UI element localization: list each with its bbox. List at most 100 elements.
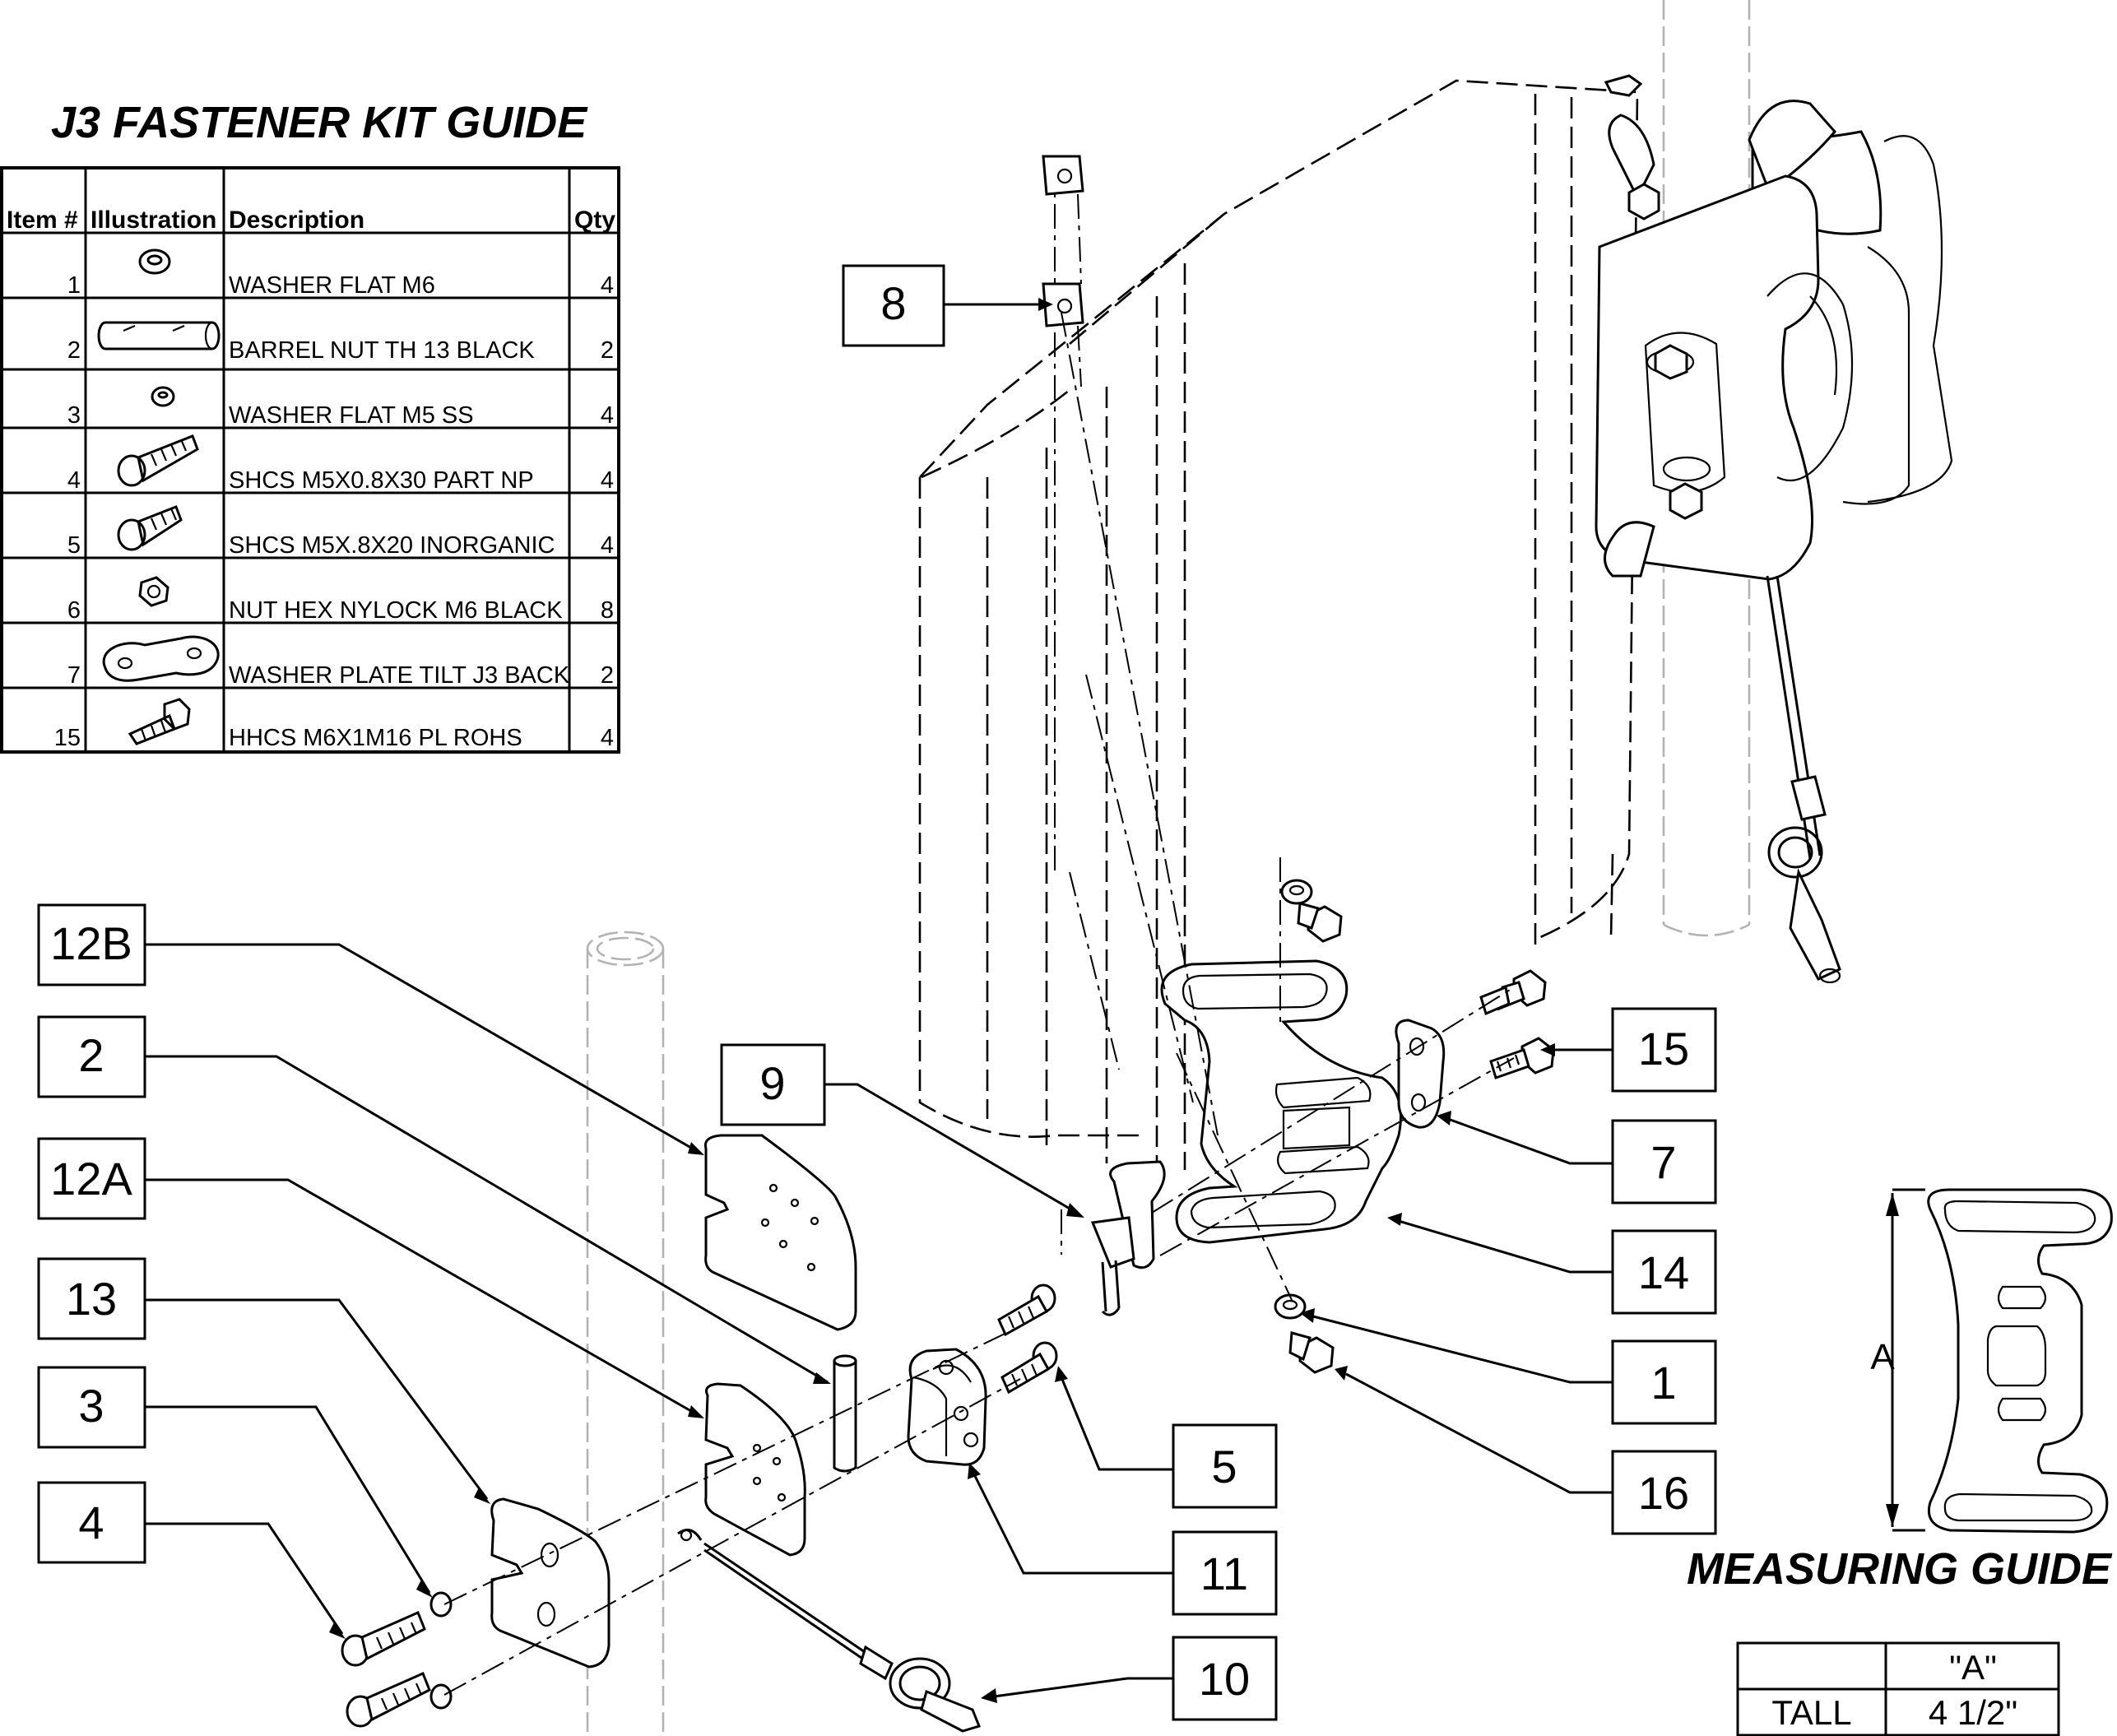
svg-text:14: 14 — [1638, 1246, 1689, 1298]
row-description: WASHER FLAT M6 — [229, 272, 435, 299]
callout-leaders — [145, 298, 1613, 1703]
kit-guide-table: Item # Illustration Description Qty 1 WA… — [0, 166, 620, 754]
row-item-number: 7 — [67, 662, 81, 689]
row-description: BARREL NUT TH 13 BLACK — [229, 337, 535, 364]
svg-text:12A: 12A — [50, 1153, 132, 1205]
clamp-part-13 — [490, 1497, 610, 1669]
dimension-a-label: A — [1870, 1337, 1895, 1377]
svg-text:3: 3 — [78, 1380, 104, 1432]
row-qty: 8 — [601, 597, 614, 624]
barrel-nut-part-2 — [833, 1354, 857, 1473]
washer-plate-part-7 — [1395, 1019, 1446, 1129]
row-qty: 2 — [601, 337, 614, 364]
callout-15: 15 — [1611, 1007, 1717, 1093]
callout-5: 5 — [1172, 1423, 1278, 1509]
long-cap-screw-icon — [117, 434, 199, 487]
row-description: WASHER FLAT M5 SS — [229, 402, 474, 429]
callout-8: 8 — [842, 264, 945, 347]
svg-text:16: 16 — [1638, 1467, 1689, 1519]
svg-text:1: 1 — [1650, 1357, 1676, 1409]
table-row: 3 WASHER FLAT M5 SS 4 — [67, 386, 614, 429]
lanyard-pin-part-10 — [677, 1529, 982, 1733]
callout-7: 7 — [1611, 1119, 1717, 1205]
row-item-number: 1 — [67, 272, 81, 299]
clamp-plate-part-12b — [703, 1134, 857, 1331]
callout-12b: 12B — [37, 903, 146, 986]
row-item-number: 3 — [67, 402, 81, 429]
svg-text:2: 2 — [78, 1029, 104, 1081]
row-item-number: 2 — [67, 337, 81, 364]
clamp-plate-part-12a — [704, 1382, 806, 1557]
row-description: HHCS M6X1M16 PL ROHS — [229, 725, 522, 751]
row-description: NUT HEX NYLOCK M6 BLACK — [229, 597, 563, 624]
hex-bolt-part-16 — [1288, 902, 1343, 1374]
front-post-gray — [586, 931, 665, 1736]
callout-12a: 12A — [37, 1137, 146, 1220]
tilt-bracket-part-14 — [1160, 857, 1402, 1244]
svg-text:7: 7 — [1650, 1136, 1676, 1188]
row-description: WASHER PLATE TILT J3 BACK — [229, 662, 570, 689]
small-washer-icon — [151, 386, 175, 407]
svg-text:9: 9 — [759, 1057, 785, 1109]
svg-text:8: 8 — [880, 277, 906, 329]
measure-row-label: TALL — [1771, 1693, 1851, 1732]
callout-14: 14 — [1611, 1229, 1717, 1315]
svg-text:5: 5 — [1211, 1441, 1237, 1492]
measuring-guide-table: "A" TALL 4 1/2" — [1736, 1641, 2060, 1736]
clamp-block-part-11 — [907, 1348, 987, 1466]
row-qty: 4 — [601, 725, 614, 751]
hex-nut-icon — [138, 576, 169, 607]
callout-9: 9 — [720, 1043, 826, 1126]
washer-plate-icon — [102, 635, 220, 682]
rear-bracket-assembly — [1595, 74, 1953, 984]
hex-bolt-icon — [128, 698, 191, 745]
svg-text:15: 15 — [1638, 1023, 1689, 1075]
row-description: SHCS M5X0.8X30 PART NP — [229, 467, 534, 494]
row-item-number: 6 — [67, 597, 81, 624]
row-item-number: 5 — [67, 532, 81, 559]
svg-text:13: 13 — [66, 1273, 117, 1325]
table-row: 5 SHCS M5X.8X20 INORGANIC 4 — [67, 505, 614, 559]
cap-screws-part-5 — [997, 1283, 1058, 1395]
table-row: 2 BARREL NUT TH 13 BLACK 2 — [67, 321, 614, 364]
table-row: 6 NUT HEX NYLOCK M6 BLACK 8 — [67, 576, 614, 624]
callout-13: 13 — [37, 1257, 146, 1340]
table-row: 1 WASHER FLAT M6 4 — [67, 248, 614, 299]
measure-col-header: "A" — [1949, 1648, 1997, 1687]
long-cap-screws-part-4 — [341, 1611, 431, 1728]
row-qty: 4 — [601, 467, 614, 494]
svg-text:12B: 12B — [50, 917, 132, 969]
header-item: Item # — [7, 207, 78, 234]
clip-part-8 — [1042, 155, 1084, 872]
quick-release-pin-part-9 — [1061, 1160, 1166, 1316]
row-description: SHCS M5X.8X20 INORGANIC — [229, 532, 555, 559]
svg-text:10: 10 — [1199, 1653, 1250, 1705]
callout-11: 11 — [1172, 1530, 1278, 1616]
callout-3: 3 — [37, 1366, 146, 1449]
assembly-axis-lines — [443, 312, 1515, 1696]
row-qty: 4 — [601, 272, 614, 299]
measuring-guide-title: MEASURING GUIDE — [1687, 1544, 2113, 1594]
callout-10: 10 — [1172, 1636, 1278, 1721]
table-row: 4 SHCS M5X0.8X30 PART NP 4 — [67, 434, 614, 494]
washers-part-3 — [429, 1591, 453, 1710]
table-row: 15 HHCS M6X1M16 PL ROHS 4 — [54, 698, 614, 751]
kit-guide-title: J3 FASTENER KIT GUIDE — [51, 98, 588, 147]
svg-text:4: 4 — [78, 1497, 104, 1548]
row-qty: 4 — [601, 402, 614, 429]
barrel-nut-icon — [97, 321, 221, 350]
measuring-guide-bracket — [1927, 1188, 2113, 1534]
measure-value: 4 1/2" — [1929, 1693, 2017, 1732]
hhcs-bolts-part-15 — [1479, 969, 1555, 1079]
table-row: 7 WASHER PLATE TILT J3 BACK 2 — [67, 635, 614, 689]
header-illustration: Illustration — [91, 207, 216, 234]
flat-washer-icon — [138, 248, 171, 275]
callout-2: 2 — [37, 1015, 146, 1098]
dimension-a-arrow — [1886, 1188, 1925, 1532]
callout-16: 16 — [1611, 1450, 1717, 1535]
row-item-number: 4 — [67, 467, 81, 494]
cap-screw-icon — [117, 505, 183, 551]
callout-1: 1 — [1611, 1339, 1717, 1425]
header-description: Description — [229, 207, 364, 234]
